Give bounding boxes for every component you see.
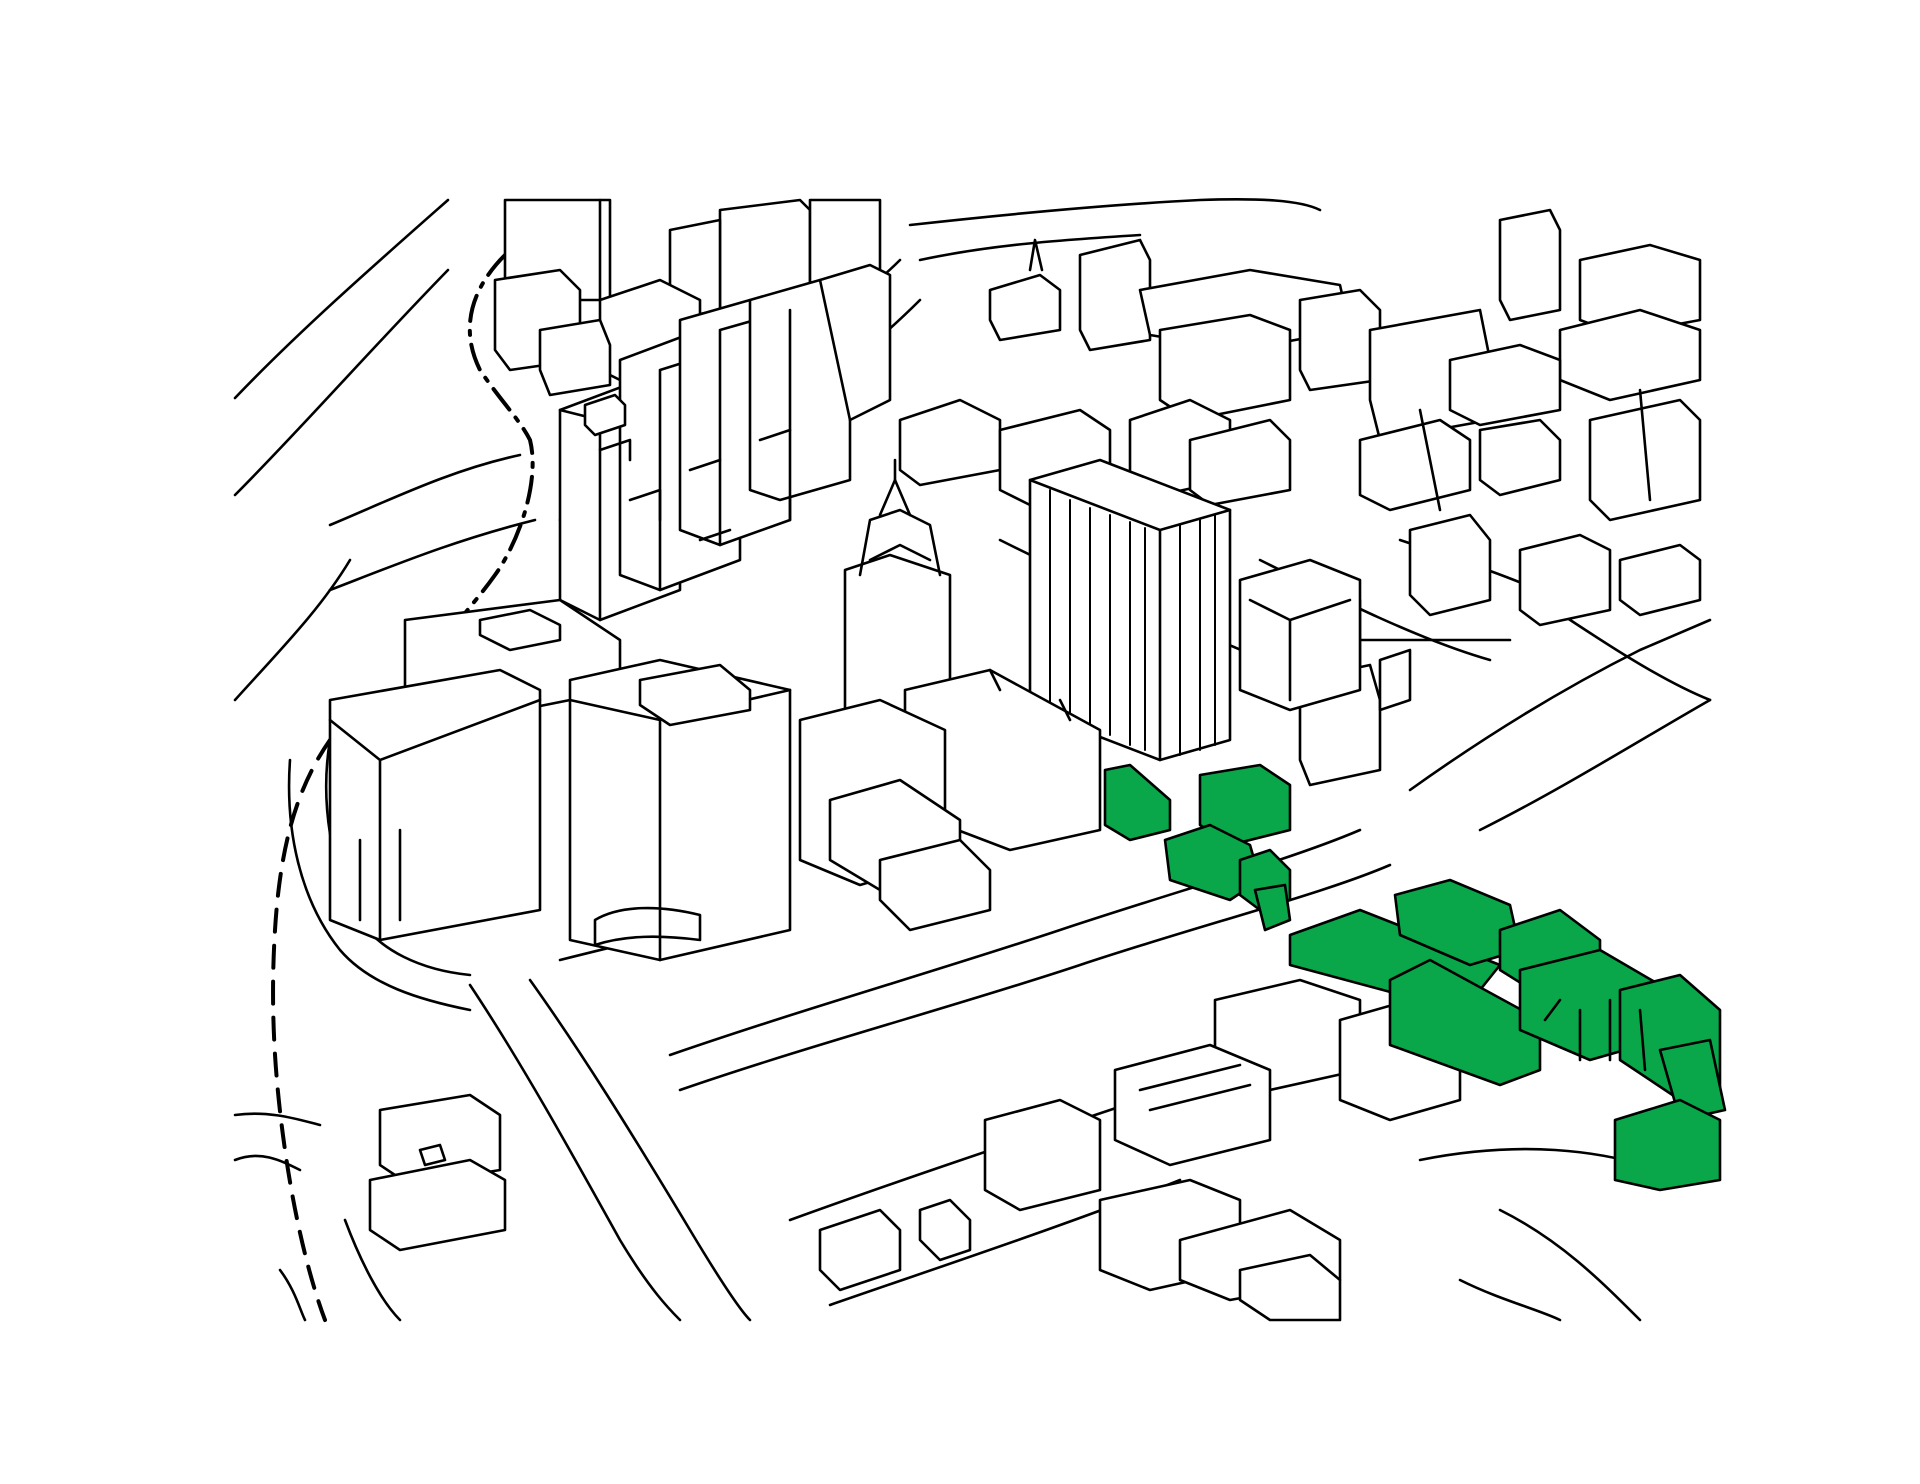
- highlighted-buildings: [1103, 763, 1727, 1192]
- tower-cluster-left: [558, 263, 892, 622]
- left-midrise: [328, 598, 792, 962]
- central-towers: [798, 458, 1362, 932]
- lower-buildings: [368, 978, 1462, 1322]
- rail-dashed-line: [271, 253, 535, 1322]
